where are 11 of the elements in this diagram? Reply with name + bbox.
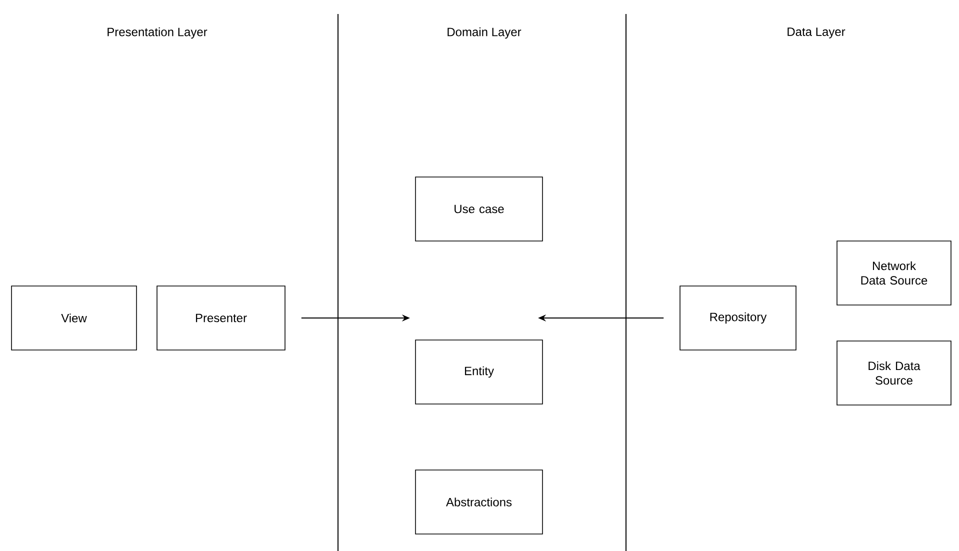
layer-title: Domain Layer bbox=[448, 27, 522, 39]
layer-title: Presentation Layer bbox=[108, 27, 208, 39]
layer-title: Data Layer bbox=[788, 28, 846, 38]
process-box: View bbox=[11, 286, 137, 350]
process-box: Disk Data Source bbox=[836, 340, 952, 406]
process-box: Use case bbox=[415, 176, 543, 242]
process-box: Abstractions bbox=[415, 470, 543, 534]
process-box: Entity bbox=[415, 340, 543, 404]
process-box: Presenter bbox=[156, 286, 286, 350]
process-box: Repository bbox=[680, 286, 796, 350]
process-box: Network Data Source bbox=[836, 240, 952, 306]
